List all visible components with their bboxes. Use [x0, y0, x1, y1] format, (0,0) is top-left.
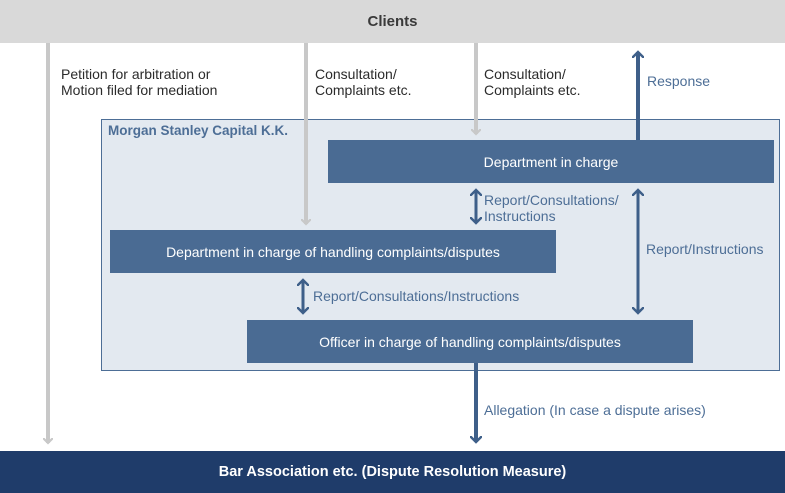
report-consult-instr-line2: Instructions — [484, 208, 556, 224]
complaints-department-box: Department in charge of handling complai… — [110, 230, 556, 273]
department-in-charge-box: Department in charge — [328, 140, 774, 183]
company-name: Morgan Stanley Capital K.K. — [108, 123, 289, 138]
bar-association-bar: Bar Association etc. (Dispute Resolution… — [0, 451, 785, 493]
response-label: Response — [647, 73, 711, 89]
report-consult-instr-line1: Report/Consultations/ — [484, 192, 619, 208]
report-consult-instr-full-label: Report/Consultations/Instructions — [313, 288, 520, 304]
complaints-officer-box: Officer in charge of handling complaints… — [247, 320, 693, 363]
report-instructions-label: Report/Instructions — [646, 241, 764, 257]
consultation-right-line2: Complaints etc. — [484, 82, 581, 98]
allegation-label: Allegation (In case a dispute arises) — [484, 402, 706, 418]
petition-label-line1: Petition for arbitration or — [61, 66, 211, 82]
report-consult-instr-label: Report/Consultations/ Instructions — [484, 192, 619, 224]
consultation-label-right: Consultation/ Complaints etc. — [484, 66, 580, 98]
consultation-left-line1: Consultation/ — [315, 66, 397, 82]
petition-label: Petition for arbitration or Motion filed… — [61, 66, 217, 98]
consultation-right-line1: Consultation/ — [484, 66, 566, 82]
consultation-left-line2: Complaints etc. — [315, 82, 412, 98]
petition-label-line2: Motion filed for mediation — [61, 82, 218, 98]
clients-bar: Clients — [0, 0, 785, 43]
consultation-label-left: Consultation/ Complaints etc. — [315, 66, 411, 98]
